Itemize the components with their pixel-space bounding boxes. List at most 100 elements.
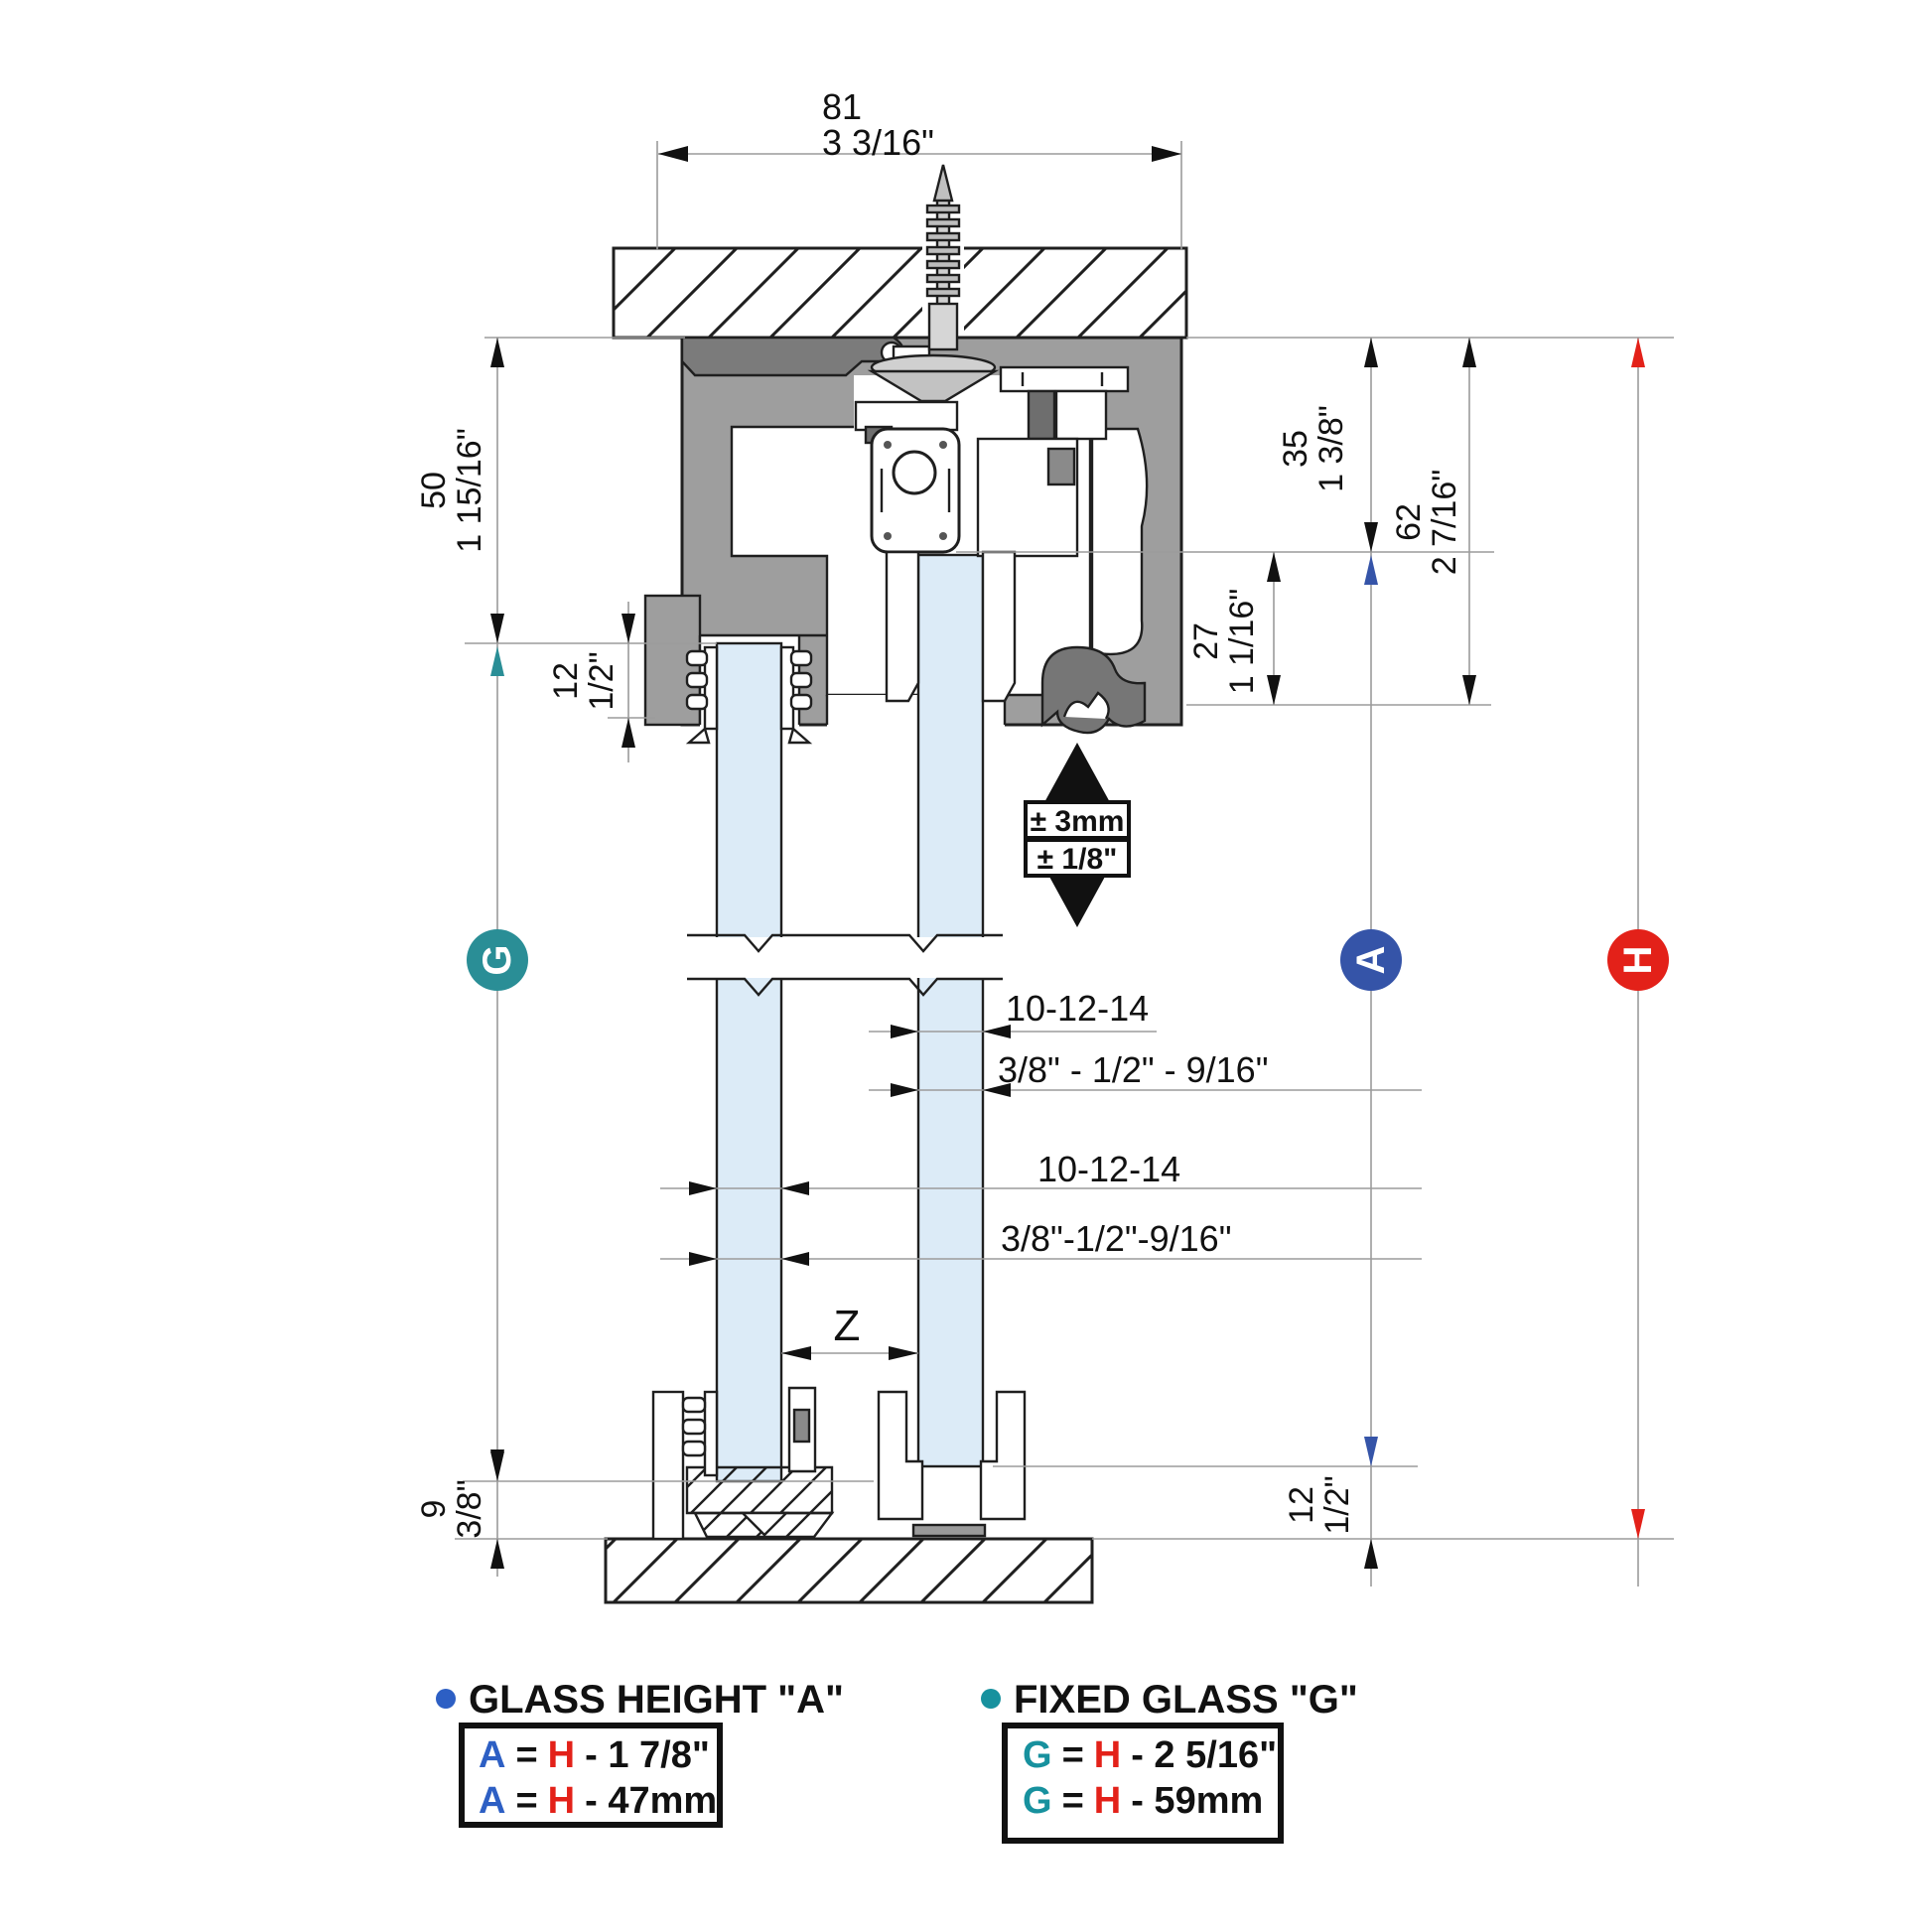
guide-wall-right [979,1390,1027,1521]
arrow [891,1083,918,1097]
arrow [689,1252,717,1266]
adjust-mm-label: ± 3mm [1031,805,1125,838]
dim-27-arrow-bottom [1267,675,1281,705]
dim-50-inch: 1 15/16" [451,428,488,553]
formula-rhs: H [1094,1734,1121,1776]
glass-break-bottom [687,977,1003,997]
fixed-glass-bottom-shoe [651,1386,835,1541]
formula-rhs: H [548,1780,575,1822]
dim-35-arrow-bottom [1364,522,1378,552]
gasket-finger [685,671,709,689]
formula-lhs: A [479,1734,505,1776]
ceiling-hatch [612,246,1188,340]
dim-z-arrow-left [781,1346,811,1360]
dim-50-arrow-top [490,338,504,367]
dim-12l-mm: 12 [547,662,585,700]
door-glass-panel [916,553,985,1468]
dim-12l-arrow-bottom [621,718,635,748]
roller-carriage [854,365,1147,735]
legend-g-row-1: G=H- 2 5/16" [1023,1734,1277,1776]
dim-35-inch: 1 3/8" [1312,405,1350,492]
gasket-foot-left [685,726,711,745]
arrow [781,1181,809,1195]
gasket-finger [681,1440,707,1457]
plate-ticks [880,469,951,512]
guide-pad [911,1523,987,1538]
right-cover-channel [1090,427,1149,656]
dim-12r-mm: 12 [1283,1486,1320,1524]
gasket-finger [685,649,709,667]
shoe-notch [740,1511,789,1537]
arrow [891,1025,918,1038]
screw-threads [925,204,961,298]
formula-rest: - 1 7/8" [585,1734,710,1776]
plate-screw-4 [939,532,947,540]
dim-81-mm: 81 [822,86,862,127]
gasket-finger [789,693,813,711]
gasket-spine-left [703,645,719,731]
gasket-finger [789,649,813,667]
dim-81-arrow-left [658,146,688,162]
fixed-glass-thickness-mm: 10-12-14 [1037,1149,1180,1189]
adjust-stem [1027,389,1056,441]
formula-rhs: H [1094,1780,1121,1822]
dim-81-arrow-right [1152,146,1181,162]
dim-9-inch: 3/8" [451,1479,488,1538]
formula-lhs: G [1023,1734,1052,1776]
right-ref-lines [956,337,1674,1540]
seal-hooks [1062,691,1110,720]
adjust-box-inch [1024,838,1131,878]
plate-screw-3 [884,532,892,540]
glass-height-badge [1340,929,1402,991]
dim-z-label: Z [834,1302,861,1350]
adjust-arrow-down [1043,866,1111,927]
dim-g-arrow-bottom [490,1449,504,1479]
formula-eq: = [515,1780,537,1822]
carriage-arm [854,400,959,432]
clamp-detail [1046,447,1076,486]
total-height-badge [1607,929,1669,991]
glass-break-top [687,933,1003,953]
fixed-glass-badge [467,929,528,991]
guide-wall-left [877,1390,924,1521]
bracket-ticks [1021,372,1104,386]
formula-rhs: H [548,1734,575,1776]
dim-12r-arrow-bottom [1364,1539,1378,1569]
floor-hatch [604,1537,1094,1604]
legend-g-title: FIXED GLASS "G" [1014,1678,1358,1722]
shoe-wall [651,1390,685,1541]
dim-a-arrow-bottom [1364,1437,1378,1466]
dim-a-arrow-top [1364,555,1378,585]
legend-a-box [459,1723,723,1828]
clamp-jaw-left [885,550,920,703]
formula-lhs: A [479,1780,505,1822]
dim-z-arrow-right [889,1346,918,1360]
dim-62-mm: 62 [1390,503,1428,541]
fixed-glass-badge-letter: G [476,944,519,975]
legend-g-box [1002,1723,1284,1844]
dim-12r-inch: 1/2" [1318,1475,1356,1534]
legend-glass-height: GLASS HEIGHT "A" A=H- 1 7/8" A=H- 47mm [436,1678,844,1828]
legend-fixed-glass: FIXED GLASS "G" G=H- 2 5/16" G=H- 59mm [981,1678,1358,1844]
formula-eq: = [1062,1734,1084,1776]
dim-27-inch: 1 1/16" [1223,589,1261,695]
formula-eq: = [1062,1780,1084,1822]
dimension-lines: 81 3 3/16" 50 1 15/16" 9 3/8" 12 1/2" 35… [415,86,1674,1587]
adjust-inch-label: ± 1/8" [1037,843,1118,876]
legend-a-row-2: A=H- 47mm [479,1780,717,1822]
bullet-icon [981,1689,1001,1709]
gasket-spine-right [779,645,795,731]
clamp-jaw-right [981,550,1017,703]
dim-9-arrow-bottom [490,1539,504,1569]
dim-50-arrow-bottom [490,614,504,643]
dim-62-arrow-bottom [1462,675,1476,705]
plate-screw-2 [939,441,947,449]
arrow [983,1083,1011,1097]
carriage-wheel [892,450,937,495]
floor-section [604,1537,1094,1604]
dim-62-inch: 2 7/16" [1426,470,1463,576]
adjust-block [1054,389,1108,441]
formula-rest: - 59mm [1131,1780,1263,1822]
